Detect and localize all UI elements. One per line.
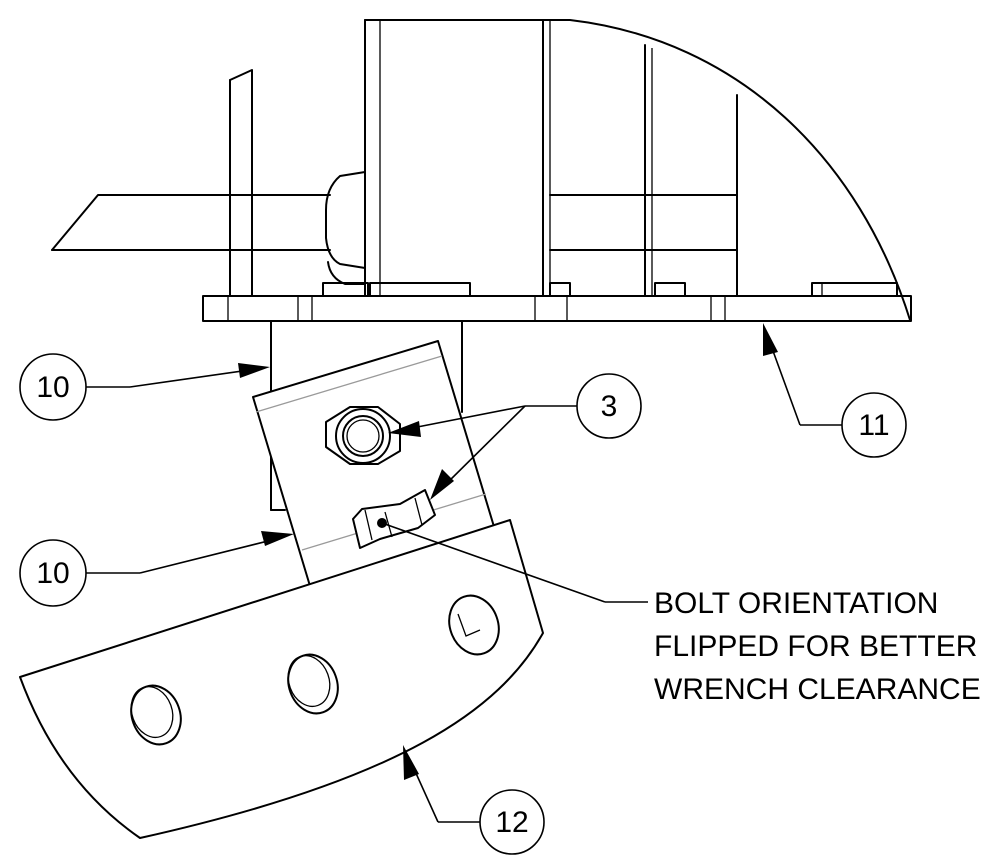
- orientation-note: BOLT ORIENTATION FLIPPED FOR BETTER WREN…: [654, 587, 981, 706]
- balloon-12-label: 12: [495, 806, 528, 839]
- upper-assembly: [51, 19, 912, 322]
- lower-plate: [19, 519, 544, 839]
- note-line-2: FLIPPED FOR BETTER: [654, 630, 977, 663]
- balloon-10-upper-label: 10: [36, 371, 69, 404]
- balloon-12: 12: [479, 789, 545, 855]
- balloon-10-lower-label: 10: [36, 557, 69, 590]
- balloon-3: 3: [576, 373, 642, 439]
- balloon-11: 11: [841, 392, 907, 458]
- note-line-1: BOLT ORIENTATION: [654, 587, 938, 620]
- note-line-3: WRENCH CLEARANCE: [654, 673, 981, 706]
- balloon-11-label: 11: [858, 409, 889, 442]
- angled-block: [252, 340, 496, 587]
- leader-lines: [86, 323, 842, 823]
- balloon-10-upper: 10: [19, 353, 87, 421]
- balloon-3-label: 3: [601, 390, 618, 423]
- balloon-10-lower: 10: [19, 539, 87, 607]
